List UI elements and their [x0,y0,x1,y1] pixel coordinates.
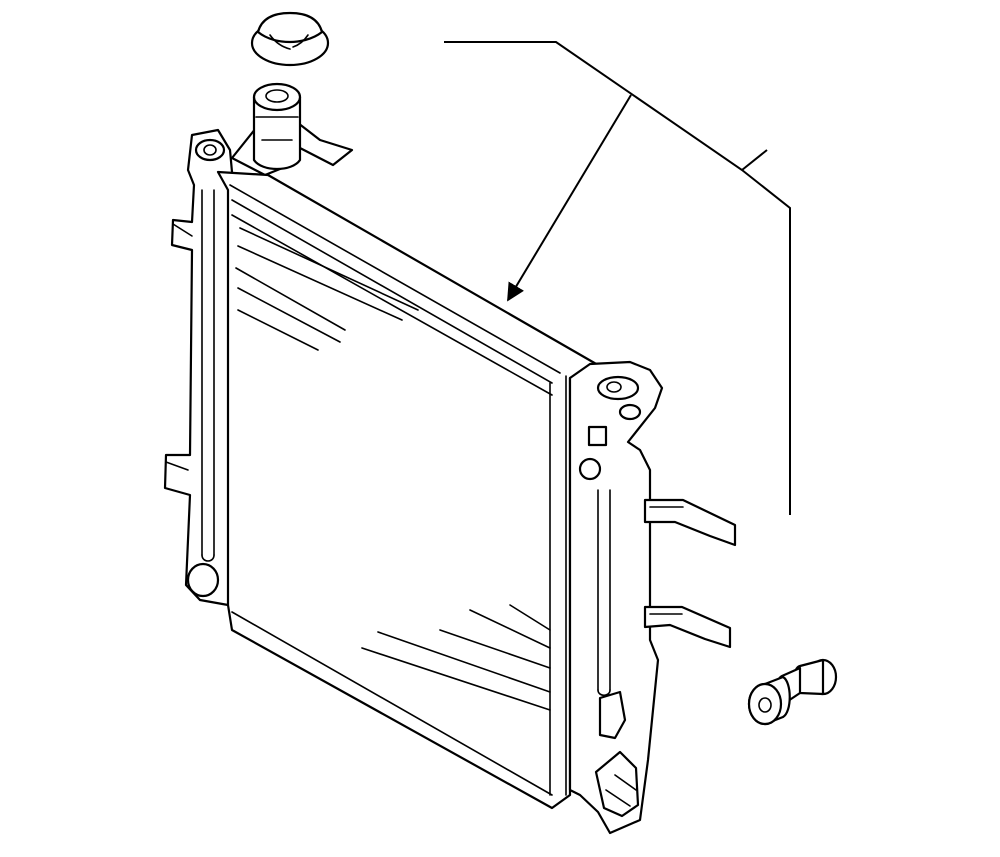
filler-neck [230,82,354,177]
right-side-tank [568,360,664,835]
callout-arrow-to-radiator [507,94,632,302]
callout-leader-lines [444,41,791,515]
radiator-cap [250,11,330,67]
left-side-tank [163,128,234,607]
mounting-bracket [643,498,737,649]
radiator-core [216,170,600,810]
drain-plug [747,658,838,726]
callout-tick-line [741,149,768,171]
